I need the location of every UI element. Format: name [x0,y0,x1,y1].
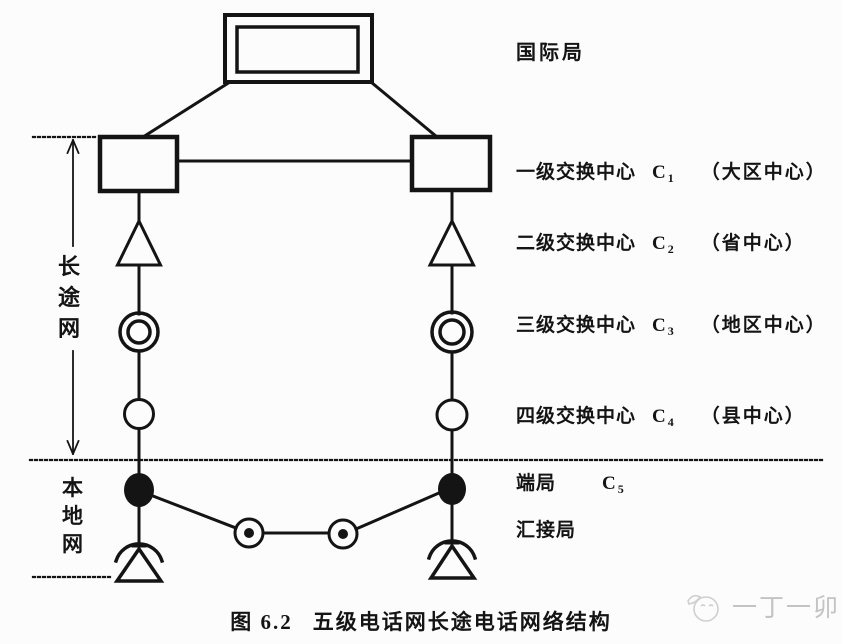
level2-name: 二级交换中心 [516,233,637,254]
long-distance-network-label: 长 途 网 [58,254,81,341]
figure-title: 五级电话网长途电话网络结构 [312,610,612,634]
c4-circle-right [435,398,469,432]
link-intl-c1-right [368,79,440,140]
level3-name: 三级交换中心 [516,315,637,336]
level1-symbol: C1 [652,162,675,185]
c5-end-office-right [438,473,466,505]
level3-symbol: C3 [652,315,675,338]
level4-symbol: C4 [652,406,675,429]
level3-label: 三级交换中心 C3 （地区中心） [516,310,827,339]
level3-paren: （地区中心） [700,315,827,336]
end-office-symbol: C5 [602,473,625,496]
c2-triangle-right [427,217,476,267]
c3-double-circle-left [118,311,160,353]
tandem-office-right [327,518,359,550]
c5-end-office-left [124,473,154,507]
link-tandem-end-right [354,491,441,531]
end-office-label: 端局 C5 [516,468,625,497]
local-network-label: 本 地 网 [62,476,83,556]
tandem-office-label: 汇接局 [516,515,593,544]
level2-paren: （省中心） [700,233,806,254]
c4-circle-left [123,398,155,430]
tandem-office-left [233,517,265,549]
level1-label: 一级交换中心 C1 （大区中心） [516,157,827,186]
level4-label: 四级交换中心 C4 （县中心） [516,401,806,430]
tandem-office-name: 汇接局 [516,520,577,541]
level4-name: 四级交换中心 [516,406,637,427]
international-office-label: 国际局 [516,42,585,64]
end-office-name: 端局 [516,473,557,494]
link-intl-c1-left [140,79,233,140]
subscriber-phone-right [426,539,478,580]
network-boundary-lines [28,135,825,579]
international-office-node [223,13,374,84]
long-distance-span-arrow [66,138,80,456]
watermark-text: 一丁一卯 [732,595,841,622]
figure-number: 图 6.2 [230,610,293,634]
c1-box-left [97,134,180,194]
figure-caption: 图 6.2 五级电话网长途电话网络结构 [0,606,842,636]
c3-double-circle-right [430,310,474,354]
phone-doodle-icon [684,587,724,625]
level2-symbol: C2 [652,233,675,256]
level2-label: 二级交换中心 C2 （省中心） [516,228,806,257]
subscriber-phone-left [113,542,165,583]
c1-box-right [409,134,493,193]
level1-paren: （大区中心） [700,162,827,183]
watermark: 一丁一卯 [684,587,840,625]
level4-paren: （县中心） [700,406,806,427]
c2-triangle-left [115,217,163,267]
link-end-tandem-left [151,494,238,530]
level1-name: 一级交换中心 [516,162,637,183]
